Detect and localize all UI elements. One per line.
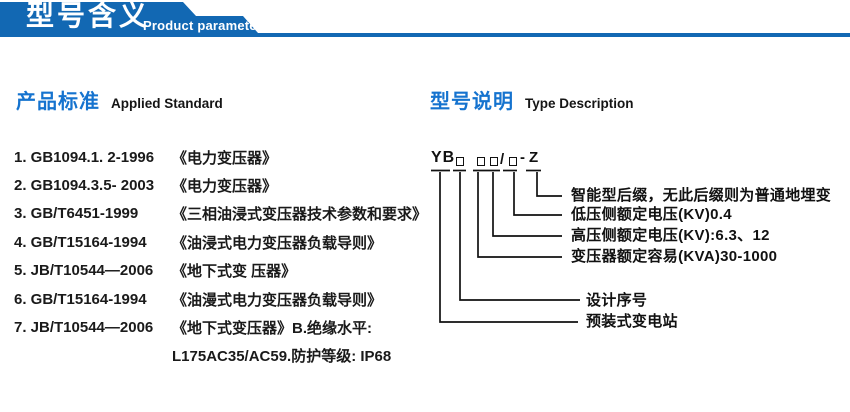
model-prefix: YB: [431, 149, 456, 166]
label-hv-rated-voltage: 高压侧额定电压(KV):6.3、12: [571, 227, 770, 244]
standard-title: 《地下式变 压器》: [172, 263, 297, 281]
model-placeholder-box: [490, 157, 498, 166]
standard-code: 4. GB/T15164-1994: [14, 233, 147, 251]
model-dash: -: [520, 149, 525, 166]
type-description-heading: 型号说明 Type Description: [430, 85, 634, 114]
standards-heading-en: Applied Standard: [111, 96, 223, 111]
standard-item: 6. GB/T15164-1994 《油漫式电力变压器负载导则》: [14, 285, 434, 313]
standard-code: 6. GB/T15164-1994: [14, 290, 147, 308]
standard-code: 5. JB/T10544—2006: [14, 262, 154, 280]
standard-item: 2. GB1094.3.5- 2003 《电力变压器》: [14, 171, 434, 199]
standard-item: 3. GB/T6451-1999 《三相油浸式变压器技术参数和要求》: [14, 200, 434, 228]
standard-title: 《三相油浸式变压器技术参数和要求》: [172, 206, 428, 224]
standard-title: 《电力变压器》: [172, 178, 278, 196]
standard-item: 4. GB/T15164-1994 《油浸式电力变压器负载导则》: [14, 228, 434, 256]
standard-title: 《油浸式电力变压器负载导则》: [172, 234, 383, 252]
model-placeholder-box: [477, 157, 485, 166]
standard-code: 1. GB1094.1. 2-1996: [14, 148, 155, 166]
standard-title: 《电力变压器》: [172, 149, 278, 167]
model-slash: /: [500, 151, 505, 168]
type-description-heading-cn: 型号说明: [430, 91, 514, 113]
standards-heading-cn: 产品标准: [16, 91, 100, 113]
banner-shape: [0, 2, 850, 37]
standard-code: 7. JB/T10544—2006: [14, 319, 154, 337]
page-title: 型号含义: [26, 0, 151, 31]
label-lv-rated-voltage: 低压侧额定电压(KV)0.4: [571, 206, 732, 223]
model-placeholder-box: [509, 157, 517, 166]
type-description-heading-en: Type Description: [525, 96, 634, 111]
label-rated-capacity: 变压器额定容易(KVA)30-1000: [571, 248, 778, 265]
model-suffix: Z: [529, 149, 539, 166]
standards-list: 1. GB1094.1. 2-1996 《电力变压器》 2. GB1094.3.…: [14, 143, 434, 370]
label-prefabricated-substation: 预装式变电站: [586, 313, 678, 330]
standard-item: 5. JB/T10544—2006 《地下式变 压器》: [14, 257, 434, 285]
label-smart-suffix: 智能型后缀，无此后缀则为普通地埋变: [571, 187, 832, 204]
standards-heading: 产品标准 Applied Standard: [16, 85, 223, 114]
model-placeholder-box: [456, 157, 464, 166]
standard-item-continuation: L175AC35/AC59.防护等级: IP68: [14, 342, 434, 370]
standard-item: 1. GB1094.1. 2-1996 《电力变压器》: [14, 143, 434, 171]
standard-title: 《地下式变压器》B.绝缘水平:: [172, 320, 372, 338]
standard-code: 3. GB/T6451-1999: [14, 205, 139, 223]
standard-code: 2. GB1094.3.5- 2003: [14, 177, 155, 195]
page-subtitle: Product parameters: [143, 18, 270, 33]
standard-item: 7. JB/T10544—2006 《地下式变压器》B.绝缘水平:: [14, 313, 434, 341]
standard-title: 《油漫式电力变压器负载导则》: [172, 291, 383, 309]
label-design-serial: 设计序号: [586, 292, 648, 309]
standard-title: L175AC35/AC59.防护等级: IP68: [172, 348, 392, 366]
